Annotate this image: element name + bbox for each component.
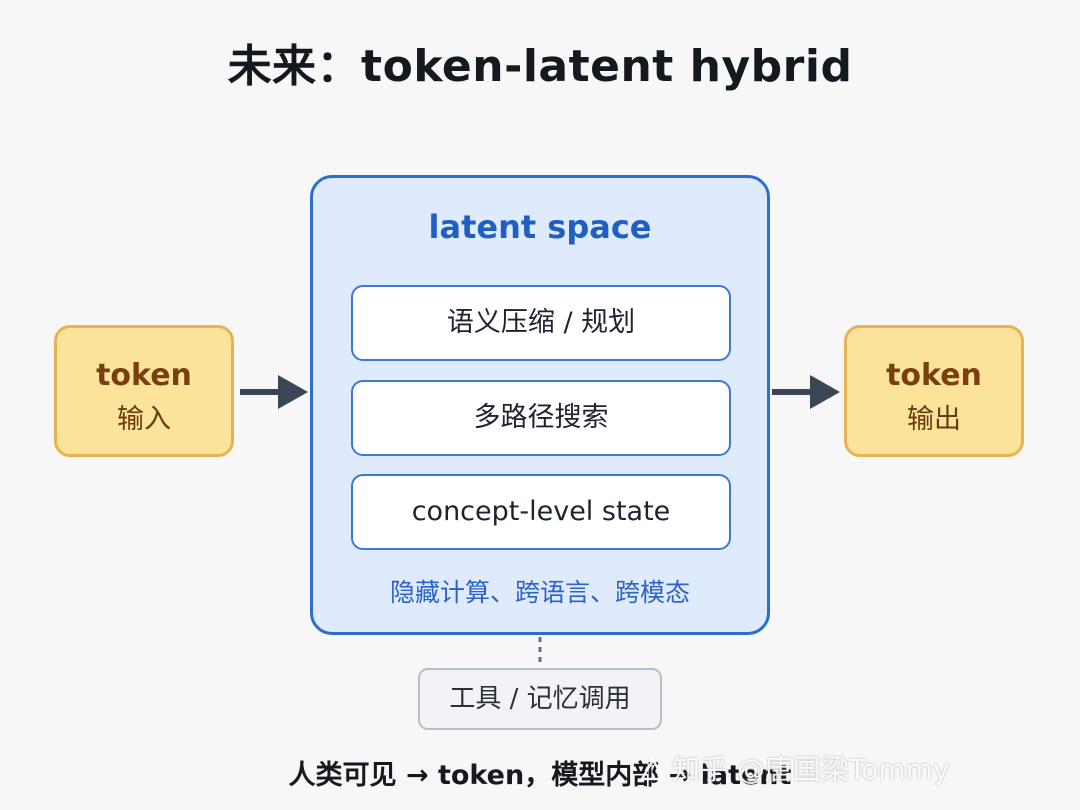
output-token-label: token [886, 358, 982, 393]
arrow-input-to-latent [240, 375, 308, 409]
latent-item-concept-state: concept-level state [351, 474, 731, 550]
tool-memory-box: 工具 / 记忆调用 [418, 668, 662, 730]
input-token-label: token [96, 358, 192, 393]
latent-item-semantic-compression: 语义压缩 / 规划 [351, 285, 731, 361]
output-token-sublabel: 输出 [907, 404, 961, 435]
latent-item-multipath-search: 多路径搜索 [351, 380, 731, 456]
arrow-latent-to-output [772, 375, 840, 409]
latent-space-title: latent space [428, 208, 652, 246]
output-token-box: token 输出 [844, 325, 1024, 457]
latent-space-caption: 隐藏计算、跨语言、跨模态 [389, 578, 690, 607]
input-token-sublabel: 输入 [117, 404, 171, 435]
diagram-title: 未来：token-latent hybrid [227, 41, 853, 92]
latent-space-box: latent space 语义压缩 / 规划 多路径搜索 concept-lev… [310, 175, 770, 635]
input-token-box: token 输入 [54, 325, 234, 457]
footer-caption: 人类可见 → token，模型内部 → latent [288, 760, 792, 791]
